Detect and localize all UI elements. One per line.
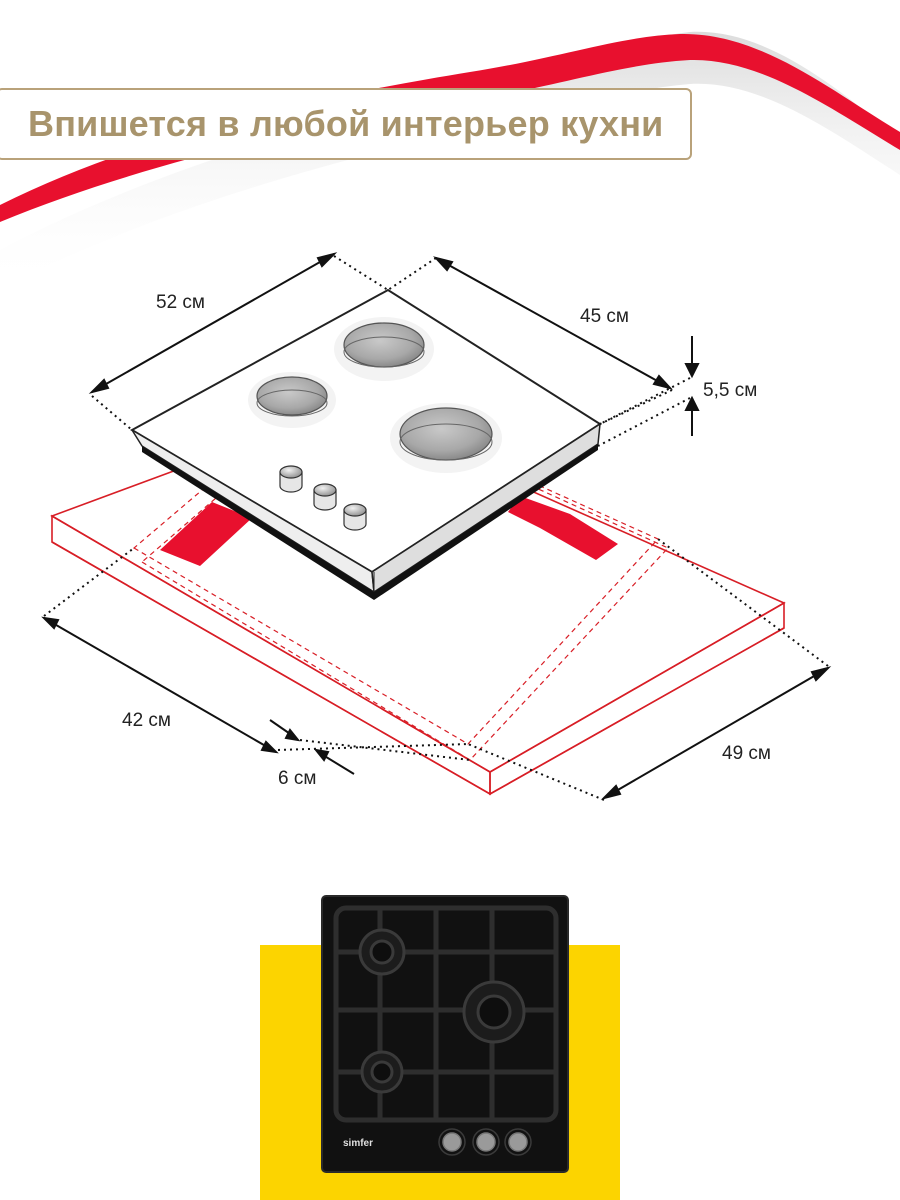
burner-back	[334, 317, 434, 381]
dimension-label-height: 5,5 см	[703, 380, 758, 401]
burner-left	[248, 372, 336, 428]
cutout-opening-corners	[160, 496, 618, 566]
hob-knobs	[438, 1128, 532, 1156]
control-knobs	[279, 465, 367, 531]
brand-logo: simfer	[343, 1138, 373, 1149]
dimension-label-cutout-depth: 49 см	[722, 743, 771, 764]
knob-2	[313, 483, 337, 511]
dimension-label-cutout-width: 42 см	[122, 710, 171, 731]
decorative-swoosh	[0, 31, 900, 290]
hob-white-panel	[129, 288, 602, 600]
knob-1	[279, 465, 303, 493]
dimension-label-edge-offset: 6 см	[278, 768, 317, 789]
burner-right	[390, 403, 502, 473]
dimension-lines	[41, 252, 832, 801]
knob-3	[343, 503, 367, 531]
product-photo: simfer	[260, 895, 620, 1200]
headline-banner: Впишется в любой интерьер кухни	[0, 88, 692, 160]
burner-caps	[358, 928, 526, 1094]
headline-text: Впишется в любой интерьер кухни	[28, 103, 664, 144]
dimension-label-depth-side: 45 см	[580, 306, 629, 327]
dimension-label-width-back: 52 см	[156, 292, 205, 313]
